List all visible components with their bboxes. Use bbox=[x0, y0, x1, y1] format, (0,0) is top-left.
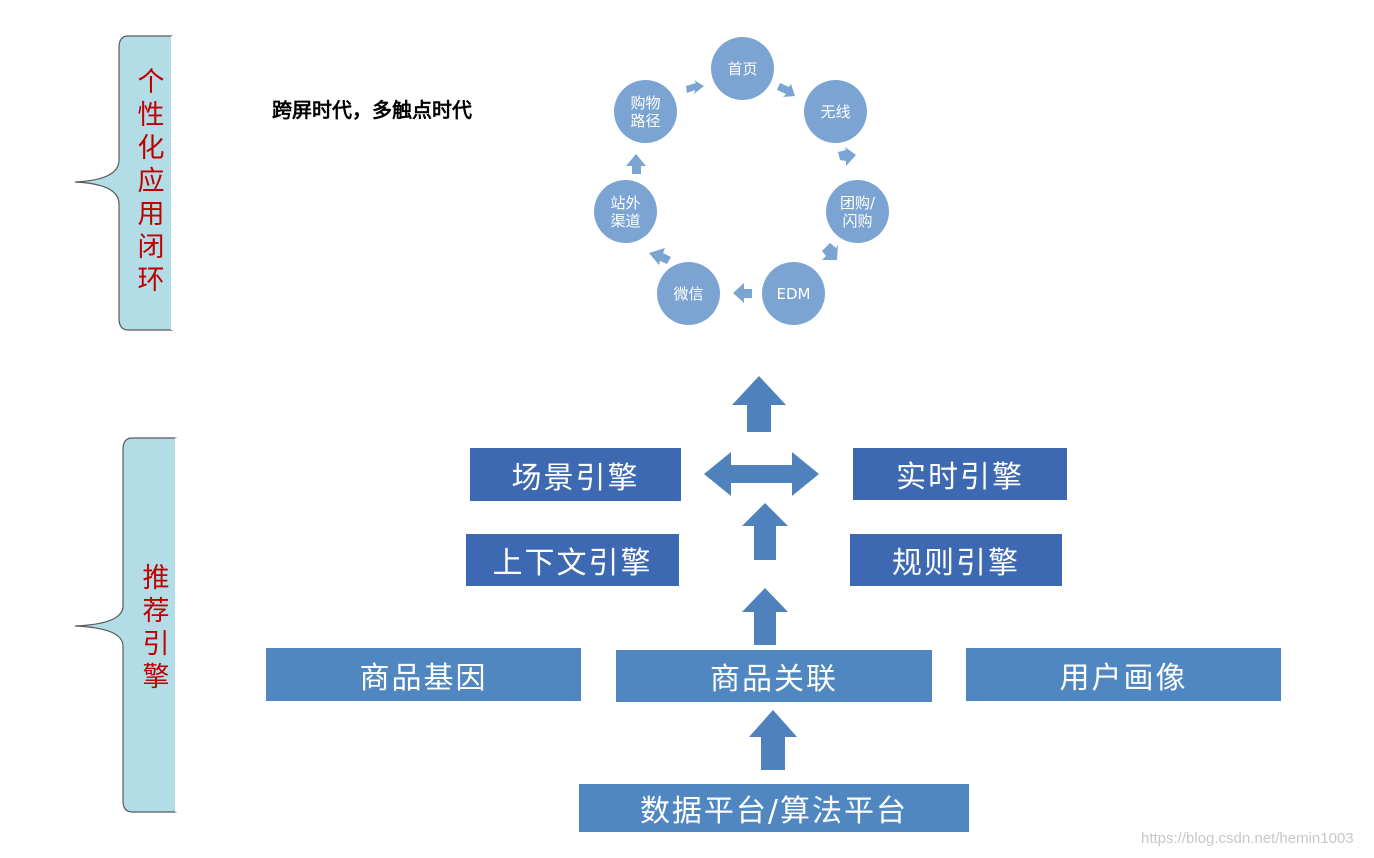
up-arrow bbox=[742, 588, 788, 645]
node-groupbuy-flashsale: 团购/ 闪购 bbox=[826, 180, 889, 243]
label-char: 闭 bbox=[137, 232, 165, 263]
left-brackets-layer bbox=[74, 35, 177, 813]
bracket-closed-loop bbox=[74, 35, 173, 331]
cycle-arrow bbox=[777, 83, 795, 97]
cycle-arrow bbox=[733, 283, 752, 303]
label-char: 用 bbox=[137, 199, 165, 230]
cycle-arrows-layer bbox=[626, 80, 856, 303]
label-char: 擎 bbox=[142, 662, 170, 693]
box-rule-engine: 规则引擎 bbox=[850, 534, 1062, 586]
node-edm: EDM bbox=[762, 262, 825, 325]
label-recommendation-engine: 推 荐 引 擎 bbox=[136, 562, 176, 694]
cycle-arrow bbox=[838, 147, 856, 166]
box-context-engine: 上下文引擎 bbox=[466, 534, 679, 586]
label-char: 引 bbox=[142, 629, 170, 660]
cycle-arrow bbox=[626, 154, 646, 174]
node-offsite-channels: 站外 渠道 bbox=[594, 180, 657, 243]
cycle-title: 跨屏时代，多触点时代 bbox=[272, 98, 472, 122]
box-product-association: 商品关联 bbox=[616, 650, 932, 702]
cycle-arrow bbox=[822, 243, 838, 260]
watermark: https://blog.csdn.net/hemin1003 bbox=[1141, 830, 1354, 847]
label-char: 环 bbox=[137, 265, 165, 296]
label-char: 荐 bbox=[142, 596, 170, 627]
bracket-recommendation-engine bbox=[74, 437, 177, 813]
label-char: 推 bbox=[142, 563, 170, 594]
label-closed-loop: 个 性 化 应 用 闭 环 bbox=[131, 66, 171, 297]
node-wireless: 无线 bbox=[804, 80, 867, 143]
box-data-algorithm-platform: 数据平台/算法平台 bbox=[579, 784, 969, 832]
box-realtime-engine: 实时引擎 bbox=[853, 448, 1067, 500]
label-char: 化 bbox=[137, 133, 165, 164]
node-wechat: 微信 bbox=[657, 262, 720, 325]
up-arrow bbox=[749, 710, 797, 770]
box-scene-engine: 场景引擎 bbox=[470, 448, 681, 501]
double-arrow bbox=[704, 452, 819, 496]
up-arrow bbox=[742, 503, 788, 560]
node-shopping-path: 购物 路径 bbox=[614, 80, 677, 143]
node-homepage: 首页 bbox=[711, 37, 774, 100]
label-char: 个 bbox=[137, 67, 165, 98]
label-char: 应 bbox=[137, 166, 165, 197]
up-arrow bbox=[732, 376, 786, 432]
box-product-gene: 商品基因 bbox=[266, 648, 581, 701]
label-char: 性 bbox=[137, 100, 165, 131]
cycle-arrow bbox=[686, 80, 704, 94]
box-user-profile: 用户画像 bbox=[966, 648, 1281, 701]
cycle-arrow bbox=[649, 248, 671, 265]
